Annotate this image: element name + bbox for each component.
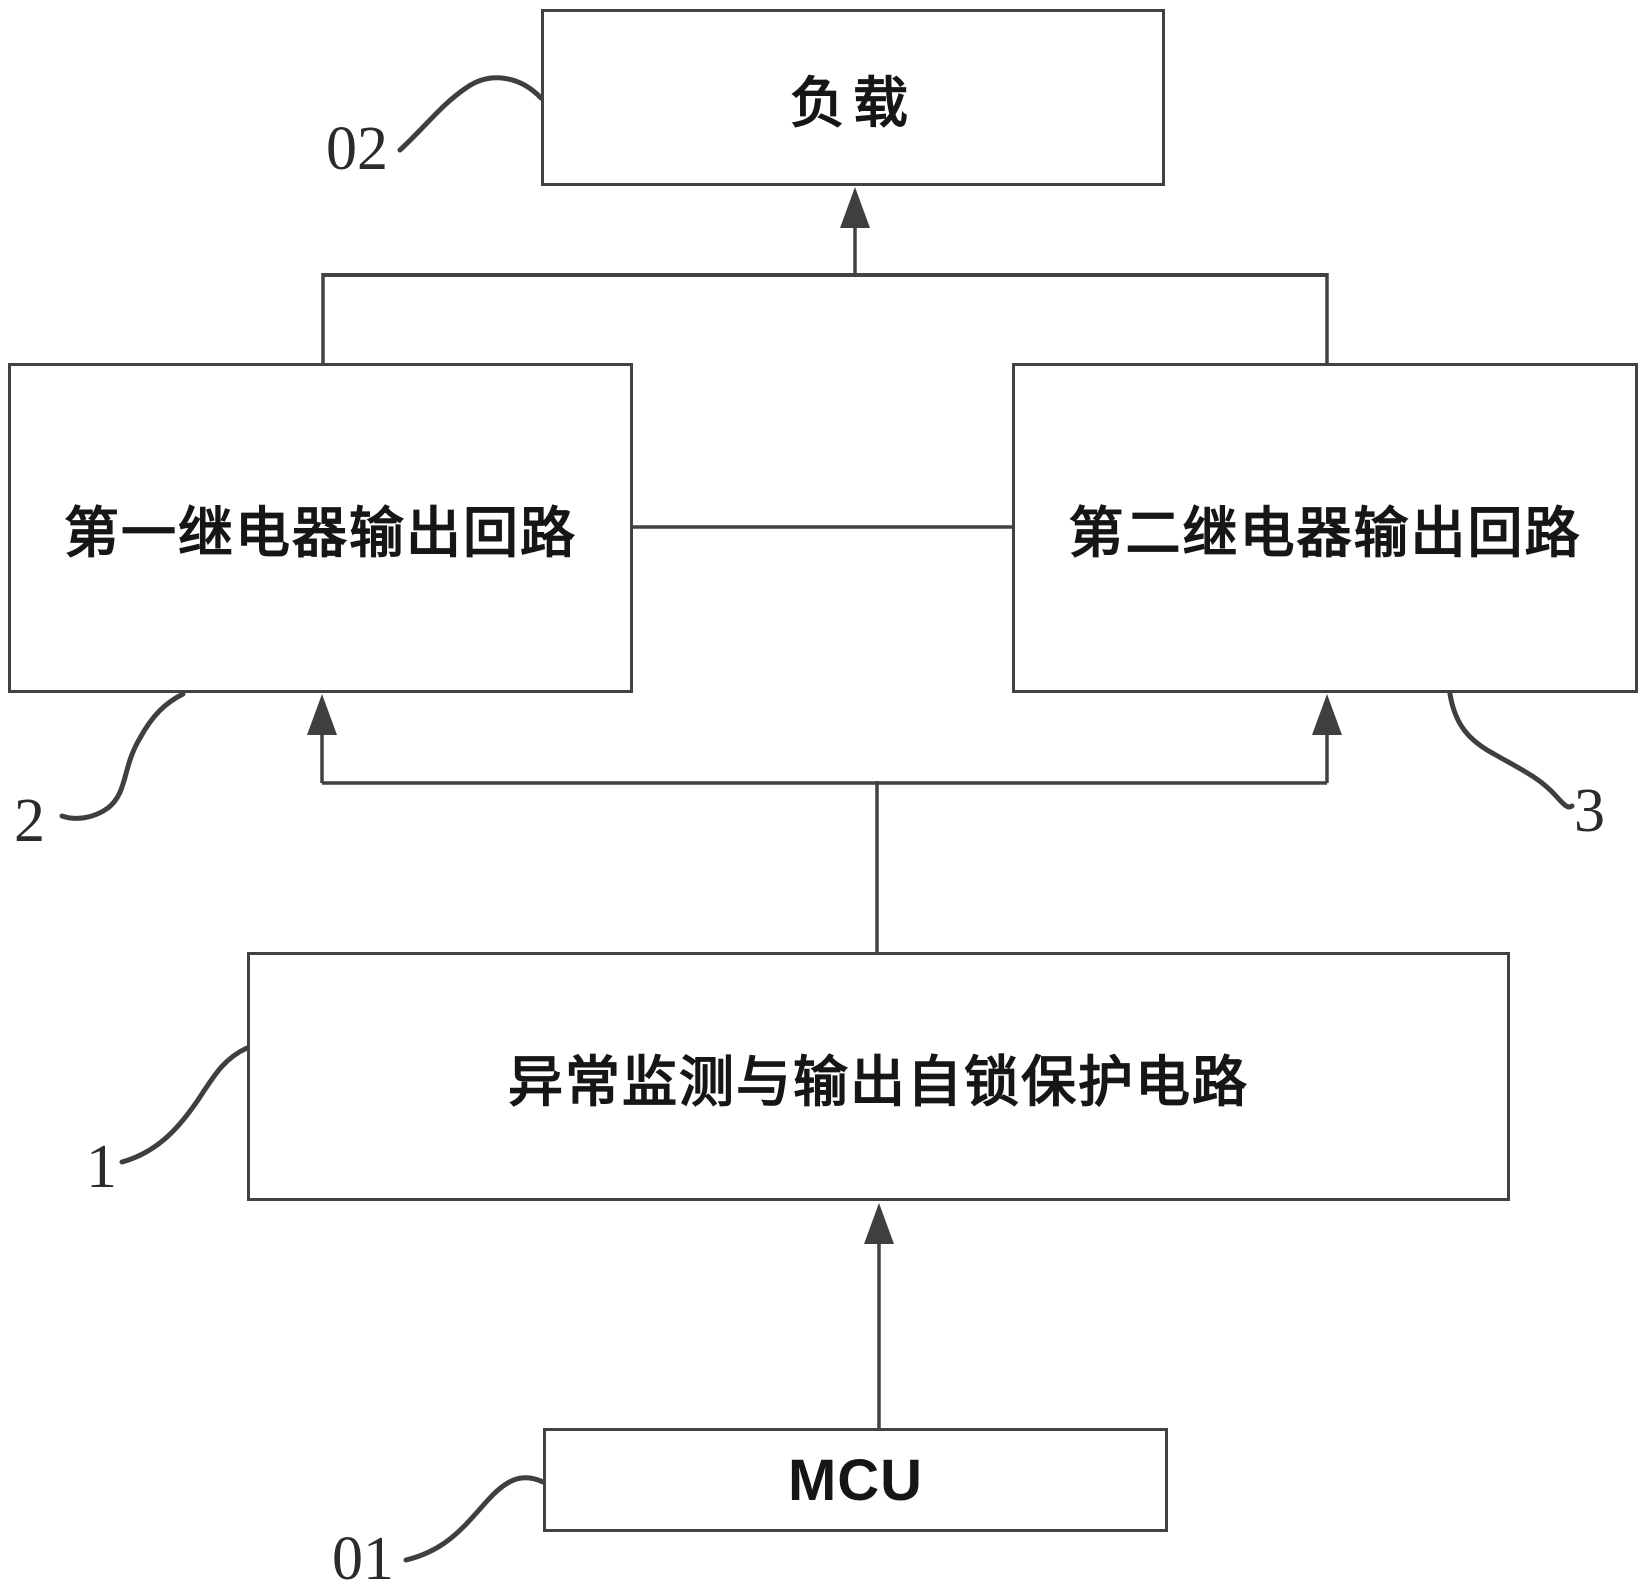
leader-curve-ref-3 (1447, 691, 1575, 810)
first-relay-output-circuit-box: 第一继电器输出回路 (8, 363, 633, 693)
abnormality-monitor-protection-circuit-box: 异常监测与输出自锁保护电路 (247, 952, 1510, 1201)
arrow-to-relay1-head (307, 694, 337, 735)
leader-curve-ref-01 (403, 1475, 546, 1563)
ref-label-3: 3 (1574, 777, 1605, 845)
second-relay-output-circuit-box: 第二继电器输出回路 (1012, 363, 1638, 693)
leader-curve-ref-02 (397, 75, 544, 153)
load-box: 负载 (541, 9, 1165, 186)
leader-curve-ref-1 (119, 1045, 250, 1165)
arrow-mcu-to-protection-head (864, 1203, 894, 1244)
ref-label-01: 01 (332, 1525, 394, 1586)
abnormality-monitor-protection-circuit-label: 异常监测与输出自锁保护电路 (507, 1051, 1249, 1113)
first-relay-output-circuit-label: 第一继电器输出回路 (63, 503, 577, 564)
mcu-label: MCU (787, 1447, 924, 1513)
leader-curve-ref-2 (59, 691, 186, 821)
ref-label-02: 02 (326, 115, 388, 183)
mcu-box: MCU (543, 1428, 1168, 1532)
second-relay-output-circuit-label: 第二继电器输出回路 (1068, 503, 1582, 564)
ref-label-2: 2 (14, 787, 45, 855)
arrow-to-relay2-head (1312, 694, 1342, 735)
arrow-to-load-head (840, 187, 870, 228)
load-box-label: 负载 (789, 72, 916, 134)
ref-label-1: 1 (86, 1133, 117, 1201)
